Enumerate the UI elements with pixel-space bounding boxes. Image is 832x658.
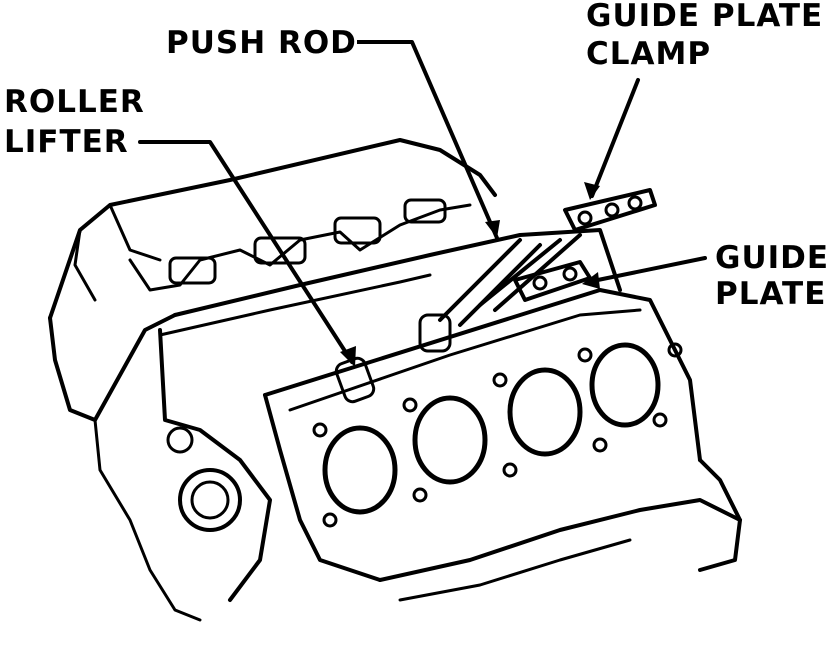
- roller-lifter-leader: [138, 140, 354, 364]
- roller-lifter-label-line2: LIFTER: [4, 124, 129, 160]
- push-rod-label: PUSH ROD: [166, 25, 357, 61]
- guide-plate-clamp-arrowhead: [584, 182, 600, 200]
- roller-lifter-label-line1: ROLLER: [4, 84, 145, 120]
- guide-plate-clamp-label-line1: GUIDE PLATE: [586, 0, 824, 34]
- guide-plate-clamp-leader: [590, 78, 640, 198]
- guide-plate-label-line1: GUIDE: [715, 240, 830, 276]
- leader-lines: [138, 40, 707, 367]
- guide-plate-clamp-label-line2: CLAMP: [586, 36, 712, 72]
- push-rod-leader: [348, 40, 499, 240]
- guide-plate-label-line2: PLATE: [715, 276, 827, 312]
- engine-block-body: [48, 138, 742, 622]
- roller-lifter-arrowhead: [340, 346, 356, 367]
- guide-plate-arrowhead: [582, 272, 600, 289]
- push-rod-arrowhead: [485, 220, 500, 238]
- guide-plate-leader: [586, 256, 707, 284]
